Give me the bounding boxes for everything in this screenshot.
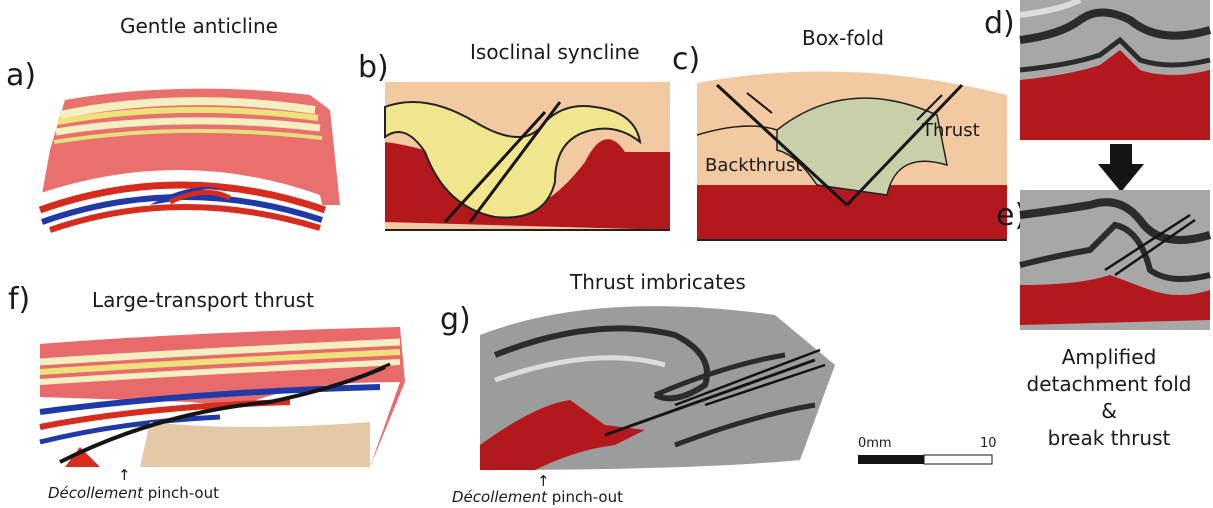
scalebar-start-label: 0mm — [858, 436, 892, 451]
scalebar — [858, 454, 994, 466]
thrust-label: Thrust — [922, 120, 980, 141]
caption-line2: detachment fold — [1005, 371, 1213, 398]
scalebar-end-label: 10 — [980, 436, 997, 451]
panel-g-label: g) — [440, 302, 471, 337]
panel-b-title: Isoclinal syncline — [470, 40, 640, 64]
panel-f-note-rest: pinch-out — [143, 484, 219, 502]
panel-c-image — [697, 55, 1009, 240]
panel-e-image — [1020, 190, 1210, 330]
panel-b-label: b) — [358, 50, 389, 85]
panel-f-label: f) — [8, 282, 30, 317]
backthrust-label: Backthrust — [705, 155, 802, 176]
panel-g-note-italic: Décollement — [452, 488, 547, 506]
panel-g-note-rest: pinch-out — [547, 488, 623, 506]
panel-a-title: Gentle anticline — [120, 14, 278, 38]
caption-line1: Amplified — [1005, 344, 1213, 371]
panel-f-arrow-icon: ↑ — [118, 466, 131, 484]
panel-g-note: Décollement pinch-out — [452, 488, 623, 506]
panel-d-image — [1020, 0, 1210, 140]
caption-line3: & — [1005, 398, 1213, 425]
panel-f-note: Décollement pinch-out — [48, 484, 219, 502]
panel-f-image — [40, 322, 410, 472]
caption: Amplified detachment fold & break thrust — [1005, 344, 1213, 452]
panel-a-image — [30, 70, 350, 250]
panel-c-title: Box-fold — [802, 26, 884, 50]
panel-f-title: Large-transport thrust — [92, 288, 314, 312]
panel-b-image — [385, 82, 675, 232]
panel-g-title: Thrust imbricates — [570, 270, 746, 294]
caption-line4: break thrust — [1005, 425, 1213, 452]
panel-c-label: c) — [672, 42, 700, 77]
down-arrow-icon — [1098, 144, 1144, 192]
panel-f-note-italic: Décollement — [48, 484, 143, 502]
panel-g-image — [475, 295, 855, 470]
panel-d-label: d) — [984, 6, 1015, 41]
